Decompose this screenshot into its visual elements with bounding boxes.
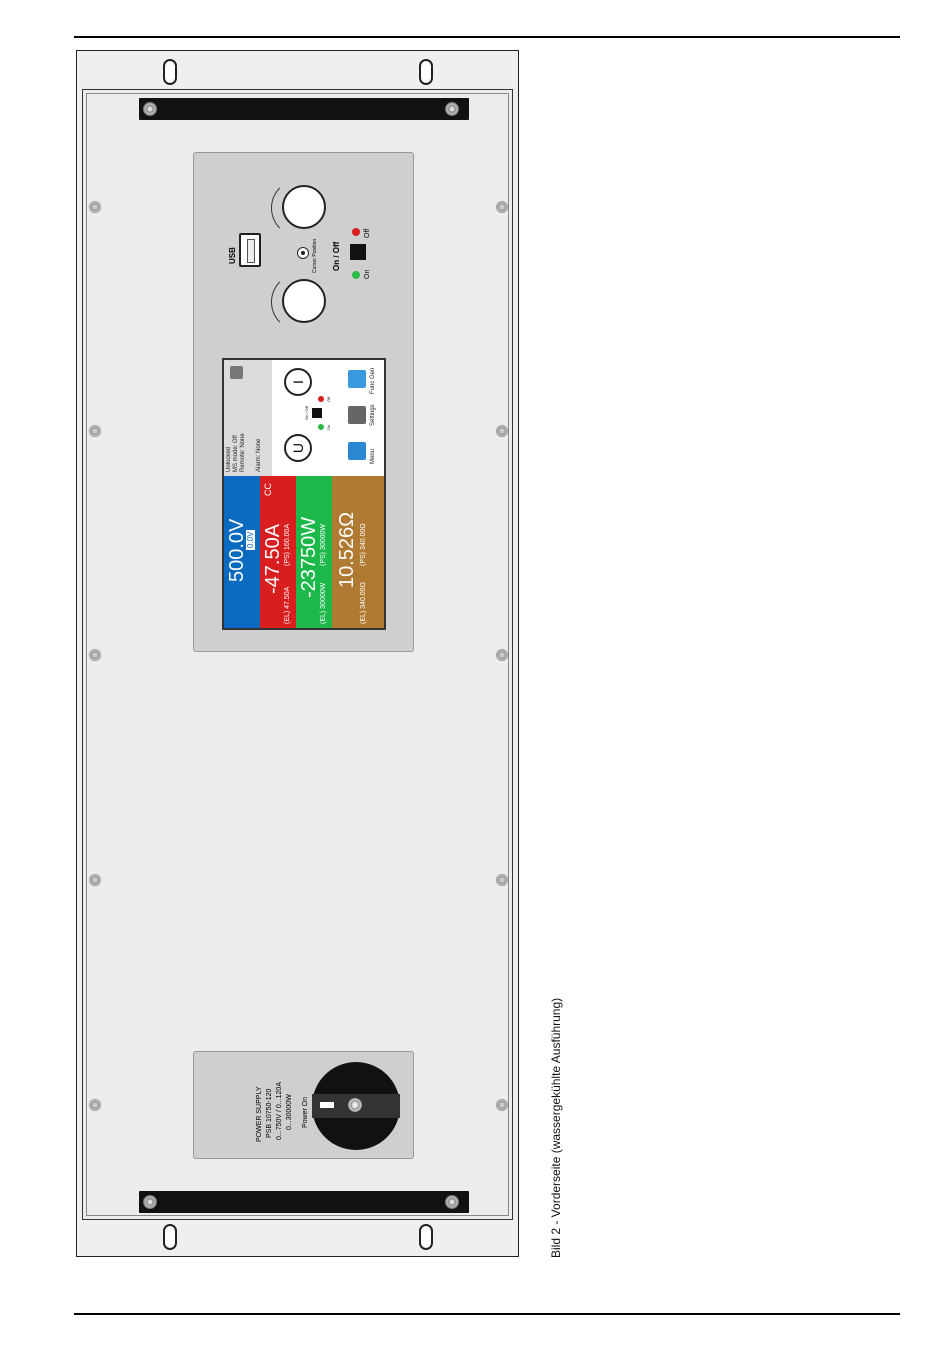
- switch-screw-icon: [348, 1098, 362, 1112]
- voltage-actual: 500.0V: [226, 518, 248, 582]
- front-panel: USB Cursor Position On / Off Off On: [76, 50, 519, 1257]
- screw-icon: [496, 1099, 508, 1111]
- led-off-label: Off: [364, 228, 371, 238]
- led-off-icon: [352, 228, 360, 236]
- funcgen-icon[interactable]: [348, 370, 366, 388]
- settings-label: Settings: [370, 404, 376, 426]
- rotation-arrow-icon: [271, 179, 329, 237]
- screw-icon: [143, 1195, 157, 1209]
- knob-i-icon[interactable]: I: [284, 368, 312, 396]
- ps-line3: 0...750V / 0...120A: [276, 1082, 283, 1140]
- cursor-position-label: Cursor Position: [312, 238, 318, 273]
- led-on-label: On: [364, 269, 371, 279]
- top-rotary-knob[interactable]: [282, 185, 326, 229]
- onoff-button[interactable]: [350, 244, 366, 260]
- screw-icon: [445, 1195, 459, 1209]
- mount-slot-top-right: [419, 59, 433, 85]
- resistance-actual: 10.526Ω: [336, 511, 358, 588]
- screw-icon: [496, 874, 508, 886]
- current-actual: -47.50A: [262, 523, 284, 594]
- bottom-rule: [74, 1313, 900, 1315]
- handle-bar-top: [139, 98, 469, 120]
- power-ps: (PS) 30000W: [320, 523, 327, 566]
- screw-icon: [89, 874, 101, 886]
- lock-status: Unlocked: [226, 446, 232, 472]
- screw-icon: [143, 102, 157, 116]
- ms-mode: MS mode: Off: [233, 435, 239, 472]
- screw-icon: [89, 425, 101, 437]
- switch-indicator: [320, 1102, 334, 1108]
- ps-line5: Power On: [302, 1096, 309, 1128]
- usb-port[interactable]: [239, 233, 261, 267]
- power-tile[interactable]: -23750W (EL) 30000W (PS) 30000W: [296, 476, 332, 628]
- ps-line2: PSB 10750-120: [266, 1088, 273, 1138]
- voltage-set: 0.0V: [246, 529, 255, 550]
- mount-slot-top-left: [163, 59, 177, 85]
- mini-onoff-button[interactable]: [312, 408, 322, 418]
- figure-caption: Bild 2 - Vorderseite (wassergekühlte Aus…: [549, 997, 563, 1258]
- resistance-el: (EL) 340.00Ω: [360, 582, 367, 624]
- power-switch-panel: POWER SUPPLY PSB 10750-120 0...750V / 0.…: [193, 1051, 414, 1159]
- power-el: (EL) 30000W: [320, 582, 327, 624]
- mount-slot-bottom-right: [419, 1224, 433, 1250]
- mini-onoff-label: On / Off: [304, 406, 309, 420]
- screw-icon: [496, 425, 508, 437]
- ps-line4: 0...30000W: [286, 1094, 293, 1130]
- screw-icon: [496, 649, 508, 661]
- screw-icon: [89, 201, 101, 213]
- onoff-label: On / Off: [332, 241, 341, 271]
- usb-label: USB: [228, 247, 237, 264]
- screw-icon: [89, 649, 101, 661]
- current-el: (EL) 47.50A: [284, 586, 291, 624]
- cursor-position-button[interactable]: [297, 247, 309, 259]
- handle-bar-bottom: [139, 1191, 469, 1213]
- mini-led-on-label: On: [326, 424, 331, 430]
- status-area: Unlocked MS mode: Off Remote: None Alarm…: [224, 360, 272, 476]
- knob-u-icon[interactable]: U: [284, 434, 312, 462]
- resistance-ps: (PS) 340.00Ω: [360, 523, 367, 566]
- top-rule: [74, 36, 900, 38]
- menu-label: Menu: [370, 448, 376, 464]
- mount-slot-bottom-left: [163, 1224, 177, 1250]
- remote-status: Remote: None: [240, 433, 246, 472]
- mini-led-on-icon: [318, 424, 324, 430]
- bottom-rotary-knob[interactable]: [282, 279, 326, 323]
- rotation-arrow-icon: [271, 273, 329, 331]
- resistance-tile[interactable]: 10.526Ω (EL) 340.00Ω (PS) 340.00Ω: [332, 476, 384, 628]
- touch-display[interactable]: Unlocked MS mode: Off Remote: None Alarm…: [222, 358, 386, 630]
- current-tile[interactable]: CC -47.50A (EL) 47.50A (PS) 160.00A: [260, 476, 296, 628]
- lock-icon[interactable]: [230, 366, 243, 379]
- screw-icon: [89, 1099, 101, 1111]
- control-panel: USB Cursor Position On / Off Off On: [193, 152, 414, 652]
- voltage-tile[interactable]: 500.0V 0.0V: [224, 476, 260, 628]
- mini-led-off-icon: [318, 396, 324, 402]
- menu-icon[interactable]: [348, 442, 366, 460]
- alarm-status: Alarm: None: [256, 438, 262, 472]
- funcgen-label: Func Gen: [370, 367, 376, 394]
- screw-icon: [445, 102, 459, 116]
- current-ps: (PS) 160.00A: [284, 523, 291, 566]
- mini-led-off-label: Off: [326, 396, 331, 402]
- ps-line1: POWER SUPPLY: [256, 1086, 263, 1143]
- panel-frame: USB Cursor Position On / Off Off On: [82, 89, 513, 1220]
- main-power-switch[interactable]: [312, 1062, 400, 1150]
- power-actual: -23750W: [298, 516, 320, 598]
- led-on-icon: [352, 271, 360, 279]
- cc-badge: CC: [263, 483, 273, 496]
- screw-icon: [496, 201, 508, 213]
- settings-icon[interactable]: [348, 406, 366, 424]
